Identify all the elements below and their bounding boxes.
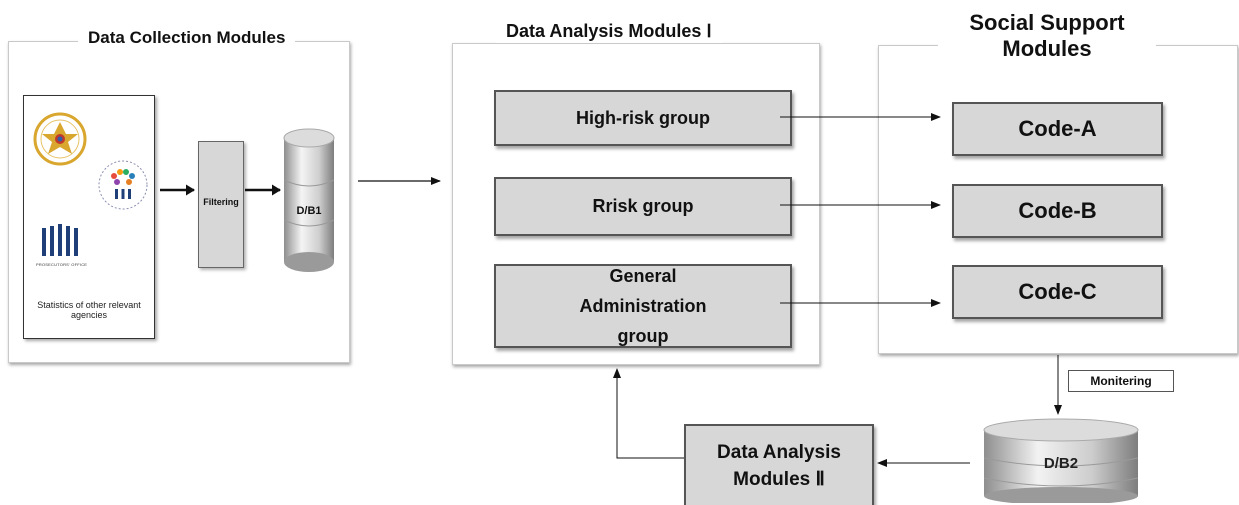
source-agencies-card: PROSECUTORS' OFFICE Statistics of other … xyxy=(23,95,155,339)
db1-cylinder-icon xyxy=(283,128,335,272)
code-b-box: Code-B xyxy=(952,184,1163,238)
other-agencies-label: Statistics of other relevant agencies xyxy=(37,300,141,320)
social-support-title: Social Support Modules xyxy=(938,10,1156,62)
prosecutors-office-label: PROSECUTORS' OFFICE xyxy=(36,262,88,267)
social-support-title-line1: Social Support xyxy=(969,10,1125,35)
filtering-label: Filtering xyxy=(203,197,239,207)
data-collection-title: Data Collection Modules xyxy=(78,27,296,49)
monitoring-label: Monitering xyxy=(1068,370,1174,392)
data-analysis-2-box: Data Analysis Modules Ⅱ xyxy=(684,424,874,505)
filtering-box xyxy=(198,141,244,268)
general-administration-group-box: General Administration group xyxy=(494,264,792,348)
risk-group-box: Rrisk group xyxy=(494,177,792,236)
code-a-box: Code-A xyxy=(952,102,1163,156)
data-analysis-2-line2: Modules Ⅱ xyxy=(733,468,825,490)
code-c-box: Code-C xyxy=(952,265,1163,319)
db1-label: D/B1 xyxy=(296,205,322,217)
police-emblem-icon xyxy=(33,112,87,166)
social-support-title-line2: Modules xyxy=(1002,36,1092,61)
db2-label: D/B2 xyxy=(1043,455,1079,472)
high-risk-group-box: High-risk group xyxy=(494,90,792,146)
justice-ministry-emblem-icon xyxy=(98,160,148,210)
prosecutors-office-logo-icon xyxy=(42,224,78,256)
db2-cylinder-icon xyxy=(983,418,1139,503)
data-analysis-1-title: Data Analysis Modules Ⅰ xyxy=(496,19,722,43)
arrow-analysis2-to-analysis1 xyxy=(613,368,684,459)
data-analysis-2-line1: Data Analysis xyxy=(717,441,841,463)
